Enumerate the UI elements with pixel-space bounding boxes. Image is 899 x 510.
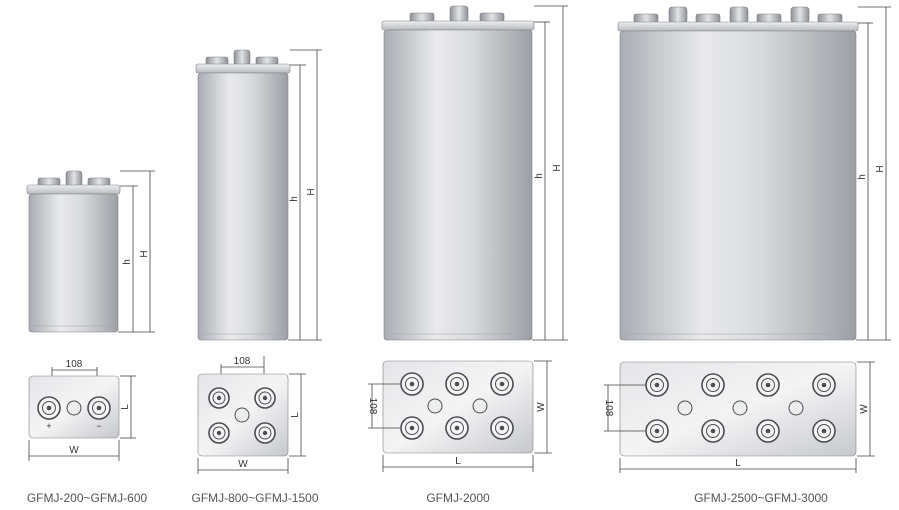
terminal bbox=[445, 416, 469, 440]
terminal bbox=[254, 387, 276, 409]
terminal bbox=[812, 419, 836, 443]
terminal-cap bbox=[756, 13, 782, 24]
terminal-cap bbox=[817, 13, 843, 24]
battery-body bbox=[619, 30, 857, 341]
model-2-caption: GFMJ-800~GFMJ-1500 bbox=[191, 491, 318, 505]
top-dim-label: 108 bbox=[66, 359, 83, 370]
positive-terminal bbox=[37, 396, 61, 420]
battery-lid bbox=[381, 20, 535, 31]
plus-sign: + bbox=[46, 421, 51, 431]
model-1-caption: GFMJ-200~GFMJ-600 bbox=[27, 491, 148, 505]
terminal bbox=[756, 373, 780, 397]
terminal bbox=[490, 372, 514, 396]
battery-lid bbox=[195, 63, 291, 74]
terminal bbox=[812, 373, 836, 397]
model-1-front-view: h H bbox=[26, 170, 155, 333]
model-3-caption: GFMJ-2000 bbox=[426, 491, 490, 505]
minus-sign: − bbox=[96, 421, 101, 431]
model-3-front-view: h H bbox=[381, 5, 568, 341]
W-label: W bbox=[69, 445, 79, 456]
model-2-top-view: 108 L W bbox=[197, 356, 306, 474]
battery-body bbox=[197, 72, 289, 341]
vent-cap bbox=[790, 6, 810, 24]
vent-plug bbox=[234, 407, 250, 423]
model-3-top-view: 108 W L bbox=[367, 360, 552, 472]
vent-cap bbox=[729, 6, 749, 24]
model-4-caption: GFMJ-2500~GFMJ-3000 bbox=[694, 491, 828, 505]
vent-plug bbox=[472, 398, 488, 414]
H-label: H bbox=[139, 250, 150, 257]
terminal bbox=[208, 387, 230, 409]
L-label: L bbox=[290, 412, 301, 418]
W-label: W bbox=[859, 404, 870, 414]
H-label: H bbox=[875, 165, 886, 172]
model-4-front-view: h H bbox=[617, 6, 891, 341]
vent-plug bbox=[66, 400, 82, 416]
terminal bbox=[756, 419, 780, 443]
h-label: h bbox=[534, 173, 545, 179]
negative-terminal bbox=[87, 396, 111, 420]
terminal-cap bbox=[633, 13, 659, 24]
L-label: L bbox=[735, 458, 741, 469]
H-label: H bbox=[306, 188, 317, 195]
terminal bbox=[400, 372, 424, 396]
model-1-top-view: 108 + − L W bbox=[28, 359, 136, 461]
vent-cap bbox=[233, 49, 251, 66]
W-label: W bbox=[536, 402, 547, 412]
terminal bbox=[645, 373, 669, 397]
terminal-cap bbox=[409, 12, 435, 23]
battery-lid bbox=[617, 21, 859, 32]
L-label: L bbox=[455, 456, 461, 467]
terminal bbox=[701, 419, 725, 443]
terminal bbox=[445, 372, 469, 396]
terminal-cap bbox=[695, 13, 721, 24]
W-label: W bbox=[238, 459, 248, 470]
model-2-front-view: h H bbox=[195, 49, 322, 341]
h-label: h bbox=[857, 174, 868, 180]
H-label: H bbox=[552, 164, 563, 171]
h-label: h bbox=[289, 196, 300, 202]
terminal bbox=[701, 373, 725, 397]
terminal bbox=[645, 419, 669, 443]
battery-body bbox=[383, 29, 533, 341]
h-label: h bbox=[122, 259, 133, 265]
vent-cap bbox=[449, 5, 469, 23]
terminal bbox=[490, 416, 514, 440]
battery-body bbox=[28, 193, 119, 333]
vent-plug bbox=[788, 400, 804, 416]
vent-cap bbox=[668, 6, 688, 24]
side-dim-label: 108 bbox=[367, 398, 378, 415]
vent-plug bbox=[732, 400, 748, 416]
vent-plug bbox=[677, 400, 693, 416]
model-4-top-view: 108 W L bbox=[603, 361, 875, 473]
top-dim-label: 108 bbox=[234, 356, 251, 367]
terminal bbox=[208, 422, 230, 444]
vent-cap bbox=[65, 170, 83, 187]
side-dim-label: 108 bbox=[603, 400, 614, 417]
terminal bbox=[254, 422, 276, 444]
battery-lid bbox=[26, 184, 121, 195]
L-label: L bbox=[120, 404, 131, 410]
vent-plug bbox=[427, 398, 443, 414]
terminal bbox=[400, 416, 424, 440]
terminal-cap bbox=[479, 12, 505, 23]
